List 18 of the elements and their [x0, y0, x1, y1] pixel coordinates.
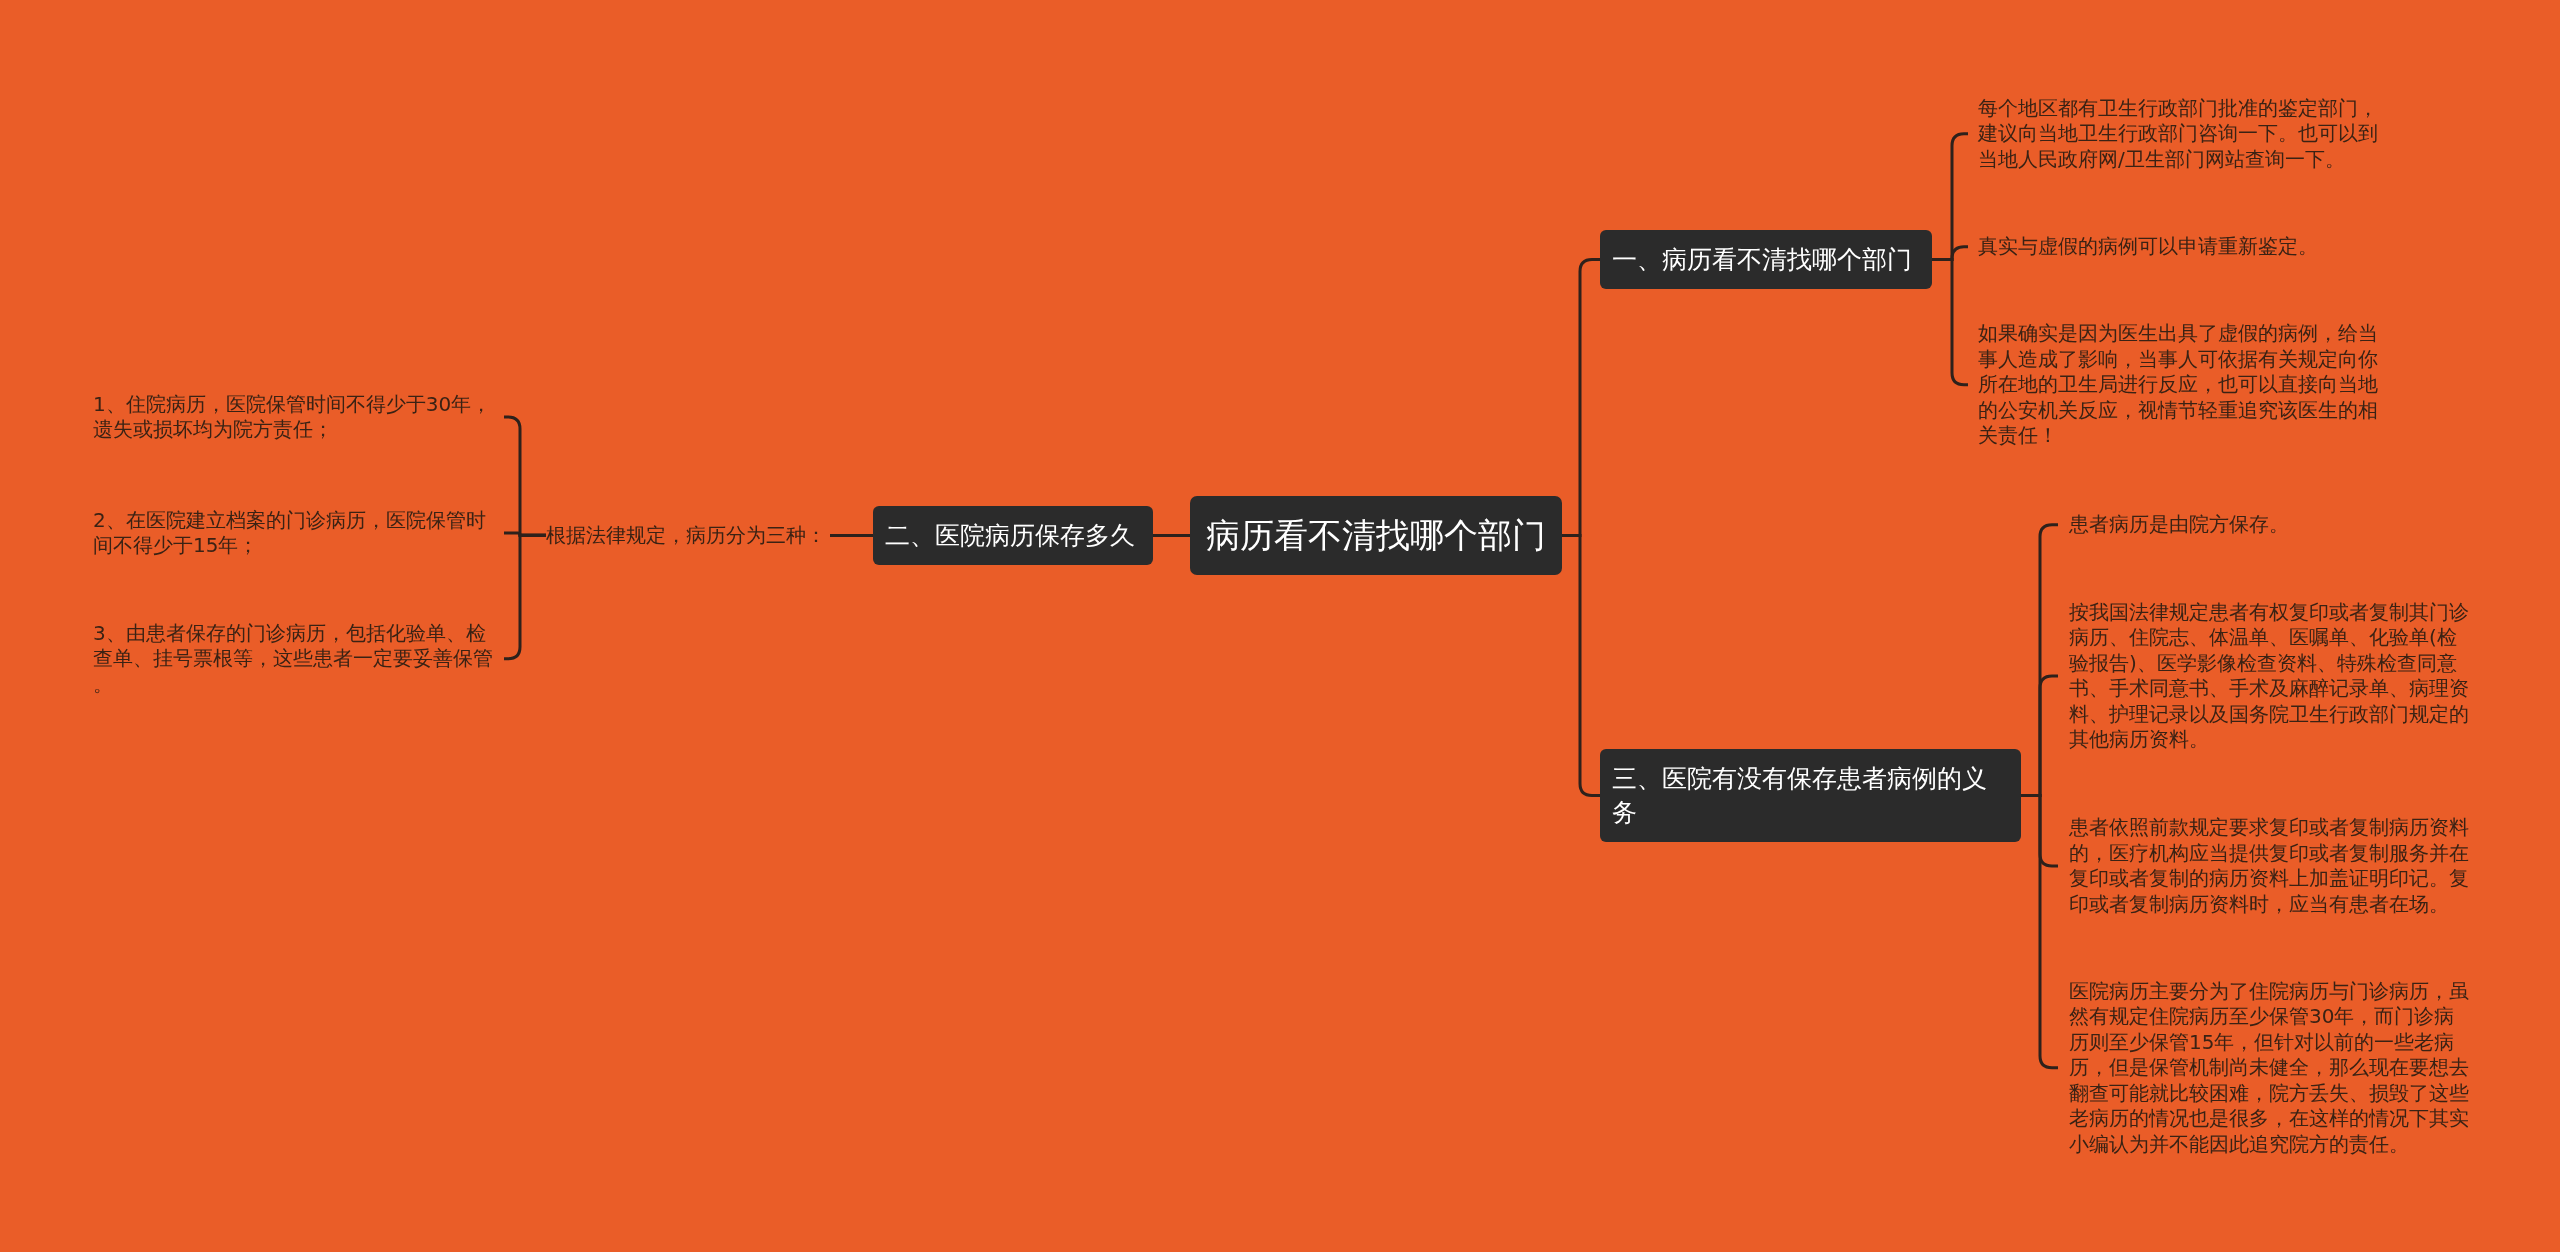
note-text: 患者病历是由院方保存。 — [2058, 512, 2470, 538]
note-text: 3、由患者保存的门诊病历，包括化验单、检查单、挂号票根等，这些患者一定要妥善保管。 — [93, 620, 504, 697]
connector-line — [1562, 534, 1600, 797]
note-text: 如果确实是因为医生出具了虚假的病例，给当事人造成了影响，当事人可依据有关规定向你所在地的卫生局进行反应，也可以直接向当地的公安机关反应，视情节轻重追究该医生的相关责任！ — [1968, 321, 2379, 449]
note-text: 患者依照前款规定要求复印或者复制病历资料的，医疗机构应当提供复印或者复制服务并在复印或者复制的病历资料上加盖证明印记。复印或者复制病历资料时，应当有患者在场。 — [2058, 815, 2470, 917]
connector-line — [1153, 534, 1190, 537]
note-text: 根据法律规定，病历分为三种： — [546, 522, 830, 548]
note-text: 真实与虚假的病例可以申请重新鉴定。 — [1968, 234, 2379, 260]
topic-box: 二、医院病历保存多久 — [873, 506, 1153, 565]
note-text: 医院病历主要分为了住院病历与门诊病历，虽然有规定住院病历至少保管30年，而门诊病历则至少保管15年，但针对以前的一些老病历，但是保管机制尚未健全，那么现在要想去翻查可能就比较困难，院方丢失、损毁了这些老病历的情况也是很多，在这样的情况下其实小编认为并不能因此追究院方的责任。 — [2058, 978, 2470, 1157]
central-topic-box: 病历看不清找哪个部门 — [1190, 496, 1562, 575]
note-text: 每个地区都有卫生行政部门批准的鉴定部门，建议向当地卫生行政部门咨询一下。也可以到当地人民政府网/卫生部门网站查询一下。 — [1968, 95, 2379, 172]
note-text: 按我国法律规定患者有权复印或者复制其门诊病历、住院志、体温单、医嘱单、化验单(检验报告)、医学影像检查资料、特殊检查同意书、手术同意书、手术及麻醉记录单、病理资料、护理记录以及国务院卫生行政部门规定的其他病历资料。 — [2058, 599, 2470, 753]
note-text: 2、在医院建立档案的门诊病历，医院保管时间不得少于15年； — [93, 507, 504, 559]
note-text: 1、住院病历，医院保管时间不得少于30年，遗失或损坏均为院方责任； — [93, 391, 504, 443]
connector-line — [830, 534, 873, 537]
topic-box: 三、医院有没有保存患者病例的义务 — [1600, 749, 2021, 842]
topic-box: 一、病历看不清找哪个部门 — [1600, 230, 1932, 289]
